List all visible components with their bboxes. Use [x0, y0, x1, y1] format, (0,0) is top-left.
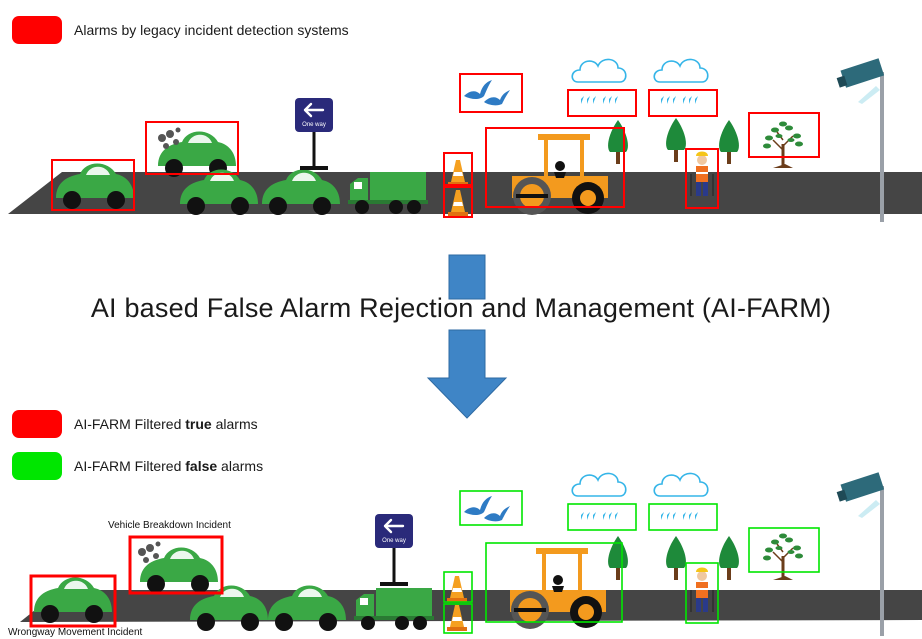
rain-icon	[661, 512, 698, 520]
sign-text: One way	[382, 538, 406, 544]
legend-false: AI-FARM Filtered false alarms	[12, 452, 263, 480]
true-alarm-boxes	[29, 535, 224, 628]
label-wrongway-movement: Wrongway Movement Incident	[8, 627, 143, 638]
alarm-box	[485, 127, 625, 208]
alarm-box	[567, 89, 637, 117]
true-alarm-box	[128, 535, 224, 595]
false-alarm-box	[459, 490, 523, 526]
tree-icon	[666, 536, 686, 580]
rain-icon	[581, 512, 618, 520]
legend-true-swatch	[12, 410, 62, 438]
road-top	[8, 172, 922, 214]
one-way-sign-icon	[373, 512, 415, 588]
alarm-box	[145, 121, 239, 175]
truck-icon	[354, 588, 434, 630]
cloud-icon	[571, 472, 627, 497]
process-arrow	[426, 254, 508, 419]
false-alarm-box	[748, 527, 820, 573]
one-way-sign-icon	[293, 96, 335, 172]
legend-false-swatch	[12, 452, 62, 480]
legend-legacy-swatch	[12, 16, 62, 44]
alarm-box	[648, 89, 718, 117]
alarm-box	[51, 159, 135, 211]
leafy-tree-icon	[762, 120, 804, 169]
alarm-box	[748, 112, 820, 158]
birds-icon	[464, 80, 510, 106]
alarm-box	[443, 186, 473, 218]
legend-legacy: Alarms by legacy incident detection syst…	[12, 16, 349, 44]
sign-text: One way	[302, 122, 326, 128]
rain-icon	[661, 96, 698, 104]
false-alarm-box	[443, 603, 473, 634]
legend-true: AI-FARM Filtered true alarms	[12, 410, 258, 438]
legend-true-label: AI-FARM Filtered true alarms	[74, 416, 258, 432]
tree-icon	[719, 536, 739, 580]
false-alarm-box	[685, 562, 719, 624]
road-bottom	[20, 590, 922, 622]
alarm-box	[443, 152, 473, 186]
legend-false-label: AI-FARM Filtered false alarms	[74, 458, 264, 474]
false-alarm-boxes	[443, 490, 820, 634]
tree-icon	[666, 118, 686, 162]
leafy-tree-icon	[762, 532, 804, 581]
false-alarm-box	[567, 503, 637, 531]
false-alarm-box	[485, 542, 623, 623]
cloud-icon	[571, 58, 627, 83]
false-alarm-box	[648, 503, 718, 531]
alarm-box	[685, 148, 719, 209]
legacy-alarm-boxes	[51, 73, 820, 218]
alarm-box	[459, 73, 523, 113]
top-scene: One way	[8, 58, 922, 222]
traffic-cone-icon	[447, 576, 467, 602]
tree-icon	[719, 120, 739, 164]
car-icon	[140, 547, 218, 593]
birds-icon	[464, 496, 510, 522]
down-arrow-icon	[426, 329, 508, 419]
label-vehicle-breakdown: Vehicle Breakdown Incident	[108, 520, 231, 531]
true-alarm-box	[29, 574, 117, 628]
rain-icon	[581, 96, 618, 104]
cloud-icon	[653, 58, 709, 83]
cloud-icon	[653, 472, 709, 497]
legend-legacy-label: Alarms by legacy incident detection syst…	[74, 22, 349, 38]
bottom-scene: One way	[20, 472, 922, 636]
false-alarm-box	[443, 571, 473, 603]
